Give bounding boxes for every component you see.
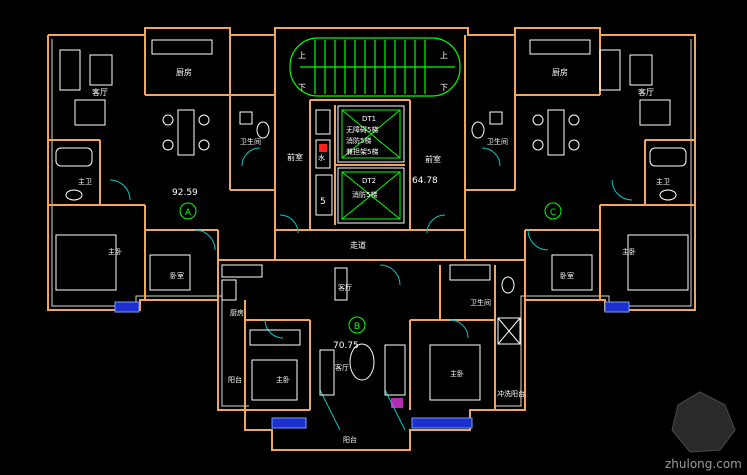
unit-c-living-label: 客厅 bbox=[638, 87, 654, 97]
unit-b-bedroom-label: 主卧 bbox=[276, 375, 290, 384]
unit-a-bedroom-label: 卧室 bbox=[170, 271, 184, 280]
unit-b-balcony-bottom-label: 阳台 bbox=[343, 435, 357, 444]
unit-a-master-bed-label: 主卧 bbox=[108, 247, 122, 256]
unit-c-kitchen-label: 厨房 bbox=[552, 67, 568, 77]
unit-markers: A C B bbox=[179, 202, 562, 334]
unit-a-master-bath-label: 主卫 bbox=[78, 177, 92, 186]
watermark-logo: zhulong.com bbox=[665, 391, 742, 471]
unit-b-area: 70.75 bbox=[333, 341, 359, 351]
unit-b-label: B bbox=[354, 322, 360, 332]
unit-c-master-bath-label: 主卫 bbox=[656, 177, 670, 186]
unit-a-kitchen-label: 厨房 bbox=[176, 67, 192, 77]
watermark-text: zhulong.com bbox=[665, 457, 742, 471]
lift1-code: DT1 bbox=[362, 115, 376, 123]
unit-b-bath-label: 卫生间 bbox=[470, 298, 491, 307]
unit-a-bath-label: 卫生间 bbox=[240, 137, 261, 146]
lift-shafts bbox=[315, 105, 405, 224]
unit-c-marker bbox=[544, 202, 562, 220]
shaft-number: 5 bbox=[320, 197, 326, 207]
outer-walls bbox=[47, 27, 696, 451]
lift2-line1: 消防5梯 bbox=[352, 190, 377, 199]
stair-up-1: 上 bbox=[298, 51, 306, 60]
lift2-code: DT2 bbox=[362, 177, 376, 185]
doors bbox=[109, 147, 633, 431]
unit-b-living-label: 客厅 bbox=[338, 283, 352, 292]
stair-down-1: 下 bbox=[298, 83, 306, 92]
lift1-line2: 消防5梯 bbox=[346, 136, 371, 145]
room-labels: 92.59 客厅 厨房 卫生间 主卫 主卧 卧室 前室 客厅 厨房 卫生间 主卫… bbox=[78, 51, 670, 444]
interior-walls bbox=[48, 35, 695, 411]
unit-a-marker bbox=[179, 202, 197, 220]
furniture bbox=[55, 39, 689, 408]
core-anteroom-area: 64.78 bbox=[412, 176, 438, 186]
unit-b-shaft-label: 冲洗阳台 bbox=[497, 389, 525, 398]
unit-b-master-bed-label: 主卧 bbox=[450, 369, 464, 378]
unit-c-bedroom-label: 卧室 bbox=[560, 271, 574, 280]
unit-b-marker bbox=[348, 316, 366, 334]
stair-up-2: 上 bbox=[440, 51, 448, 60]
corridor-label: 走道 bbox=[350, 240, 366, 250]
core-anteroom-label: 前室 bbox=[425, 154, 441, 164]
unit-b-balcony-left-label: 阳台 bbox=[228, 375, 242, 384]
stair bbox=[289, 37, 461, 97]
unit-a-anteroom-label: 前室 bbox=[287, 152, 303, 162]
unit-a-label: A bbox=[185, 208, 192, 218]
unit-c-master-bed-label: 主卧 bbox=[622, 247, 636, 256]
unit-a-living-label: 客厅 bbox=[92, 87, 108, 97]
stair-down-2: 下 bbox=[440, 83, 448, 92]
unit-b-kitchen-label: 厨房 bbox=[230, 308, 244, 317]
lift1-line3: 兼担架5梯 bbox=[346, 147, 378, 156]
unit-b-living2-label: 客厅 bbox=[335, 363, 349, 372]
lift1-line1: 无障碍5梯 bbox=[346, 125, 378, 134]
windows bbox=[114, 301, 630, 429]
water-mark: 水 bbox=[318, 153, 325, 162]
unit-c-label: C bbox=[550, 208, 556, 218]
unit-a-area: 92.59 bbox=[172, 188, 198, 198]
unit-c-bath-label: 卫生间 bbox=[487, 137, 508, 146]
